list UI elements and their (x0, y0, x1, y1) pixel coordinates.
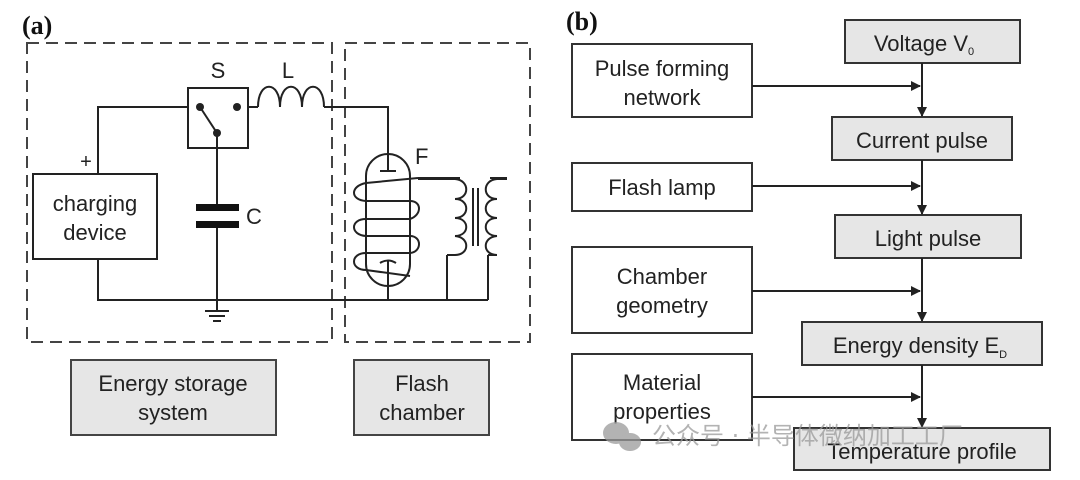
energy-storage-system-box (70, 359, 277, 436)
watermark: 公众号 · 半导体微纳加工工厂 (603, 422, 963, 451)
chain-current-pulse: Current pulse (856, 128, 988, 153)
input-material-line1: Material (623, 370, 701, 395)
ground-icon (205, 300, 229, 322)
input-chamber-line2: geometry (616, 293, 708, 318)
chain-temperature-profile: Temperature profile (827, 439, 1017, 464)
flow-arrows (752, 63, 927, 428)
chain-voltage: Voltage V0 (874, 31, 974, 58)
switch-label: S (211, 58, 226, 83)
capacitor-label: C (246, 204, 262, 229)
energy-storage-line2: system (138, 400, 208, 425)
input-pulse-forming-line1: Pulse forming (595, 56, 730, 81)
wechat-icon (603, 422, 641, 451)
charging-device-box (32, 173, 158, 260)
switch-s (187, 87, 249, 149)
charging-device-line1: charging (53, 191, 137, 216)
flash-lamp-f (353, 152, 420, 287)
panel-a-label: (a) (22, 11, 52, 40)
inductor-l (257, 86, 325, 108)
circuit-wires (97, 106, 507, 301)
chain-energy-density: Energy density ED (833, 333, 1007, 361)
input-boxes (571, 43, 753, 441)
panel-b-label: (b) (566, 7, 598, 36)
inductor-label: L (282, 58, 294, 83)
transformer-icon (418, 178, 507, 256)
capacitor-c (196, 204, 239, 228)
flash-chamber-line1: Flash (395, 371, 449, 396)
polarity-plus: + (80, 151, 92, 173)
flash-chamber-boundary (344, 42, 531, 343)
input-flash-lamp: Flash lamp (608, 175, 716, 200)
flash-chamber-line2: chamber (379, 400, 465, 425)
input-chamber-line1: Chamber (617, 264, 707, 289)
charging-device-line2: device (63, 220, 127, 245)
flash-chamber-box (353, 359, 490, 436)
chain-light-pulse: Light pulse (875, 226, 981, 251)
input-material-line2: properties (613, 399, 711, 424)
flash-lamp-label: F (415, 144, 428, 169)
chain-boxes (793, 19, 1051, 471)
input-pulse-forming-line2: network (623, 85, 701, 110)
watermark-text: 公众号 · 半导体微纳加工工厂 (652, 422, 963, 450)
energy-storage-line1: Energy storage (98, 371, 247, 396)
energy-storage-boundary (26, 42, 333, 343)
